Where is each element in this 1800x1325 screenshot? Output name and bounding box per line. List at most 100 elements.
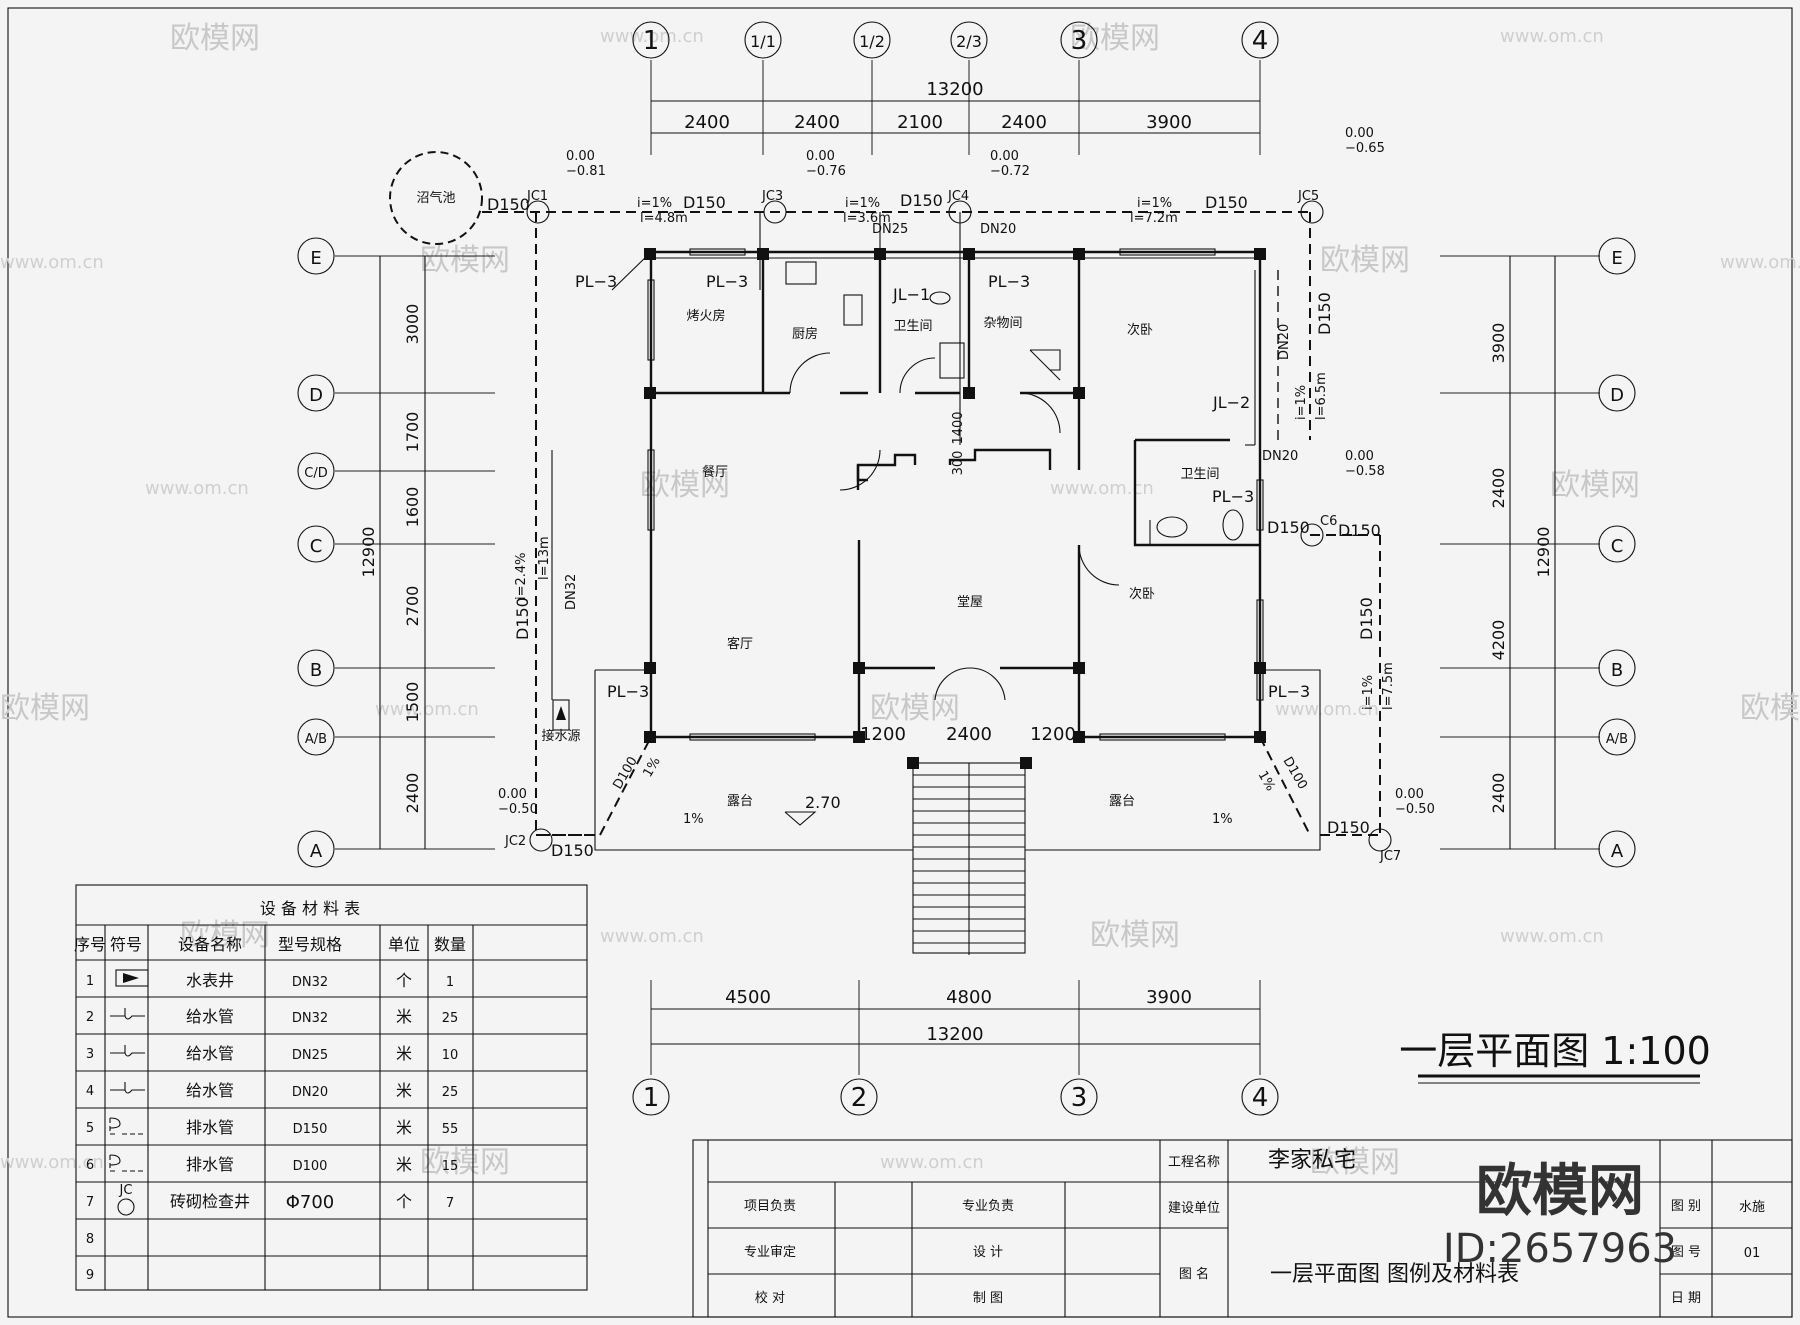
downpipe-label: PL−3 <box>607 682 649 701</box>
table-cell: 给水管 <box>186 1007 234 1026</box>
model-id: ID:2657963 <box>1443 1226 1677 1272</box>
grid-label: 4 <box>1252 1083 1269 1113</box>
table-cell: 25 <box>442 1011 459 1026</box>
elevation-value: 0.00 <box>566 149 595 164</box>
grid-bubble <box>744 21 782 59</box>
dimension-total-depth: 12900 <box>359 527 378 578</box>
well-jc1 <box>526 200 550 224</box>
doors-windows <box>647 248 1264 741</box>
slope-label: i=1% <box>637 196 672 211</box>
elevation-value: −0.58 <box>1345 464 1385 479</box>
plan-title-block: 一层平面图 1:100 <box>1399 1029 1711 1084</box>
brand-watermark: 欧模网 <box>1476 1159 1644 1224</box>
room-bedroom: 次卧 <box>1129 586 1155 602</box>
grid-label: 2/3 <box>956 32 982 51</box>
supply-pipe-symbol-icon <box>110 1082 145 1094</box>
dimension: 2400 <box>1001 112 1047 133</box>
stove-icon <box>843 294 863 326</box>
table-cell: 8 <box>86 1232 94 1247</box>
table-title: 设 备 材 料 表 <box>260 899 360 918</box>
grid-label: C <box>1611 536 1624 557</box>
table-cell: 排水管 <box>186 1155 234 1174</box>
pipe-size-label: DN20 <box>980 222 1016 237</box>
room-living: 客厅 <box>727 636 753 652</box>
watermark-site: www.om.cn <box>880 1152 984 1173</box>
watermark-text: 欧模网 <box>640 468 730 503</box>
table-cell: 米 <box>396 1118 412 1137</box>
watermark-text: 欧模网 <box>0 691 90 726</box>
dimension: 1700 <box>403 412 422 453</box>
inspection-well-symbol-icon: JC <box>117 1183 135 1216</box>
pipe-size-label: DN32 <box>564 574 579 610</box>
well-jc4 <box>948 200 972 224</box>
elevation-value: −0.72 <box>990 164 1030 179</box>
title-block: 工程名称 李家私宅 建设单位 图 名 一层平面图 图例及材料表 项目负责 专业审… <box>692 1139 1793 1318</box>
well-jc2 <box>529 828 553 852</box>
dimension-total-depth: 12900 <box>1534 527 1553 578</box>
table-cell: 米 <box>396 1044 412 1063</box>
slope-length: l=7.2m <box>1130 211 1178 226</box>
sink-icon <box>785 261 817 285</box>
table-cell: 7 <box>86 1195 94 1210</box>
top-grid-axes: 1 1/1 1/2 2/3 3 4 13200 2400 2400 2100 2… <box>632 21 1279 155</box>
number-value: 01 <box>1744 1246 1761 1261</box>
room-labels: 烤火房 厨房 卫生间 杂物间 次卧 餐厅 客厅 堂屋 卫生间 次卧 露台 露台 … <box>541 308 1220 826</box>
table-cell: 水表井 <box>186 971 234 990</box>
table-header: 设备名称 <box>178 935 242 954</box>
pipe-size-label: D150 <box>1205 193 1248 212</box>
pipe-size-label: D150 <box>513 597 532 640</box>
watermark-site: www.om.cn <box>0 252 104 273</box>
watermark-text: 欧模网 <box>1740 691 1800 726</box>
toilet-icon <box>929 291 951 305</box>
watermark-site: www.om.cn <box>1275 699 1379 720</box>
watermark-text: 欧模网 <box>170 21 260 56</box>
pipe-size-label: D150 <box>1267 518 1310 537</box>
watermark-layer: 欧模网 欧模网 欧模网 欧模网 欧模网 欧模网 欧模网 欧模网 欧模网 欧模网 … <box>0 21 1800 1180</box>
dimension: 2400 <box>403 773 422 814</box>
discipline-lead-label: 专业负责 <box>962 1199 1014 1214</box>
dimension: 4500 <box>725 987 771 1008</box>
watermark-site: www.om.cn <box>1500 26 1604 47</box>
well-jc6 <box>1300 523 1324 547</box>
dimension: 3900 <box>1489 323 1508 364</box>
drain-pipe-symbol-icon <box>109 1117 145 1135</box>
dimension-total-width: 13200 <box>926 1024 983 1045</box>
structural-columns <box>644 248 1266 769</box>
riser-label: JL−1 <box>892 285 930 304</box>
watermark-text: 欧模网 <box>1310 1145 1400 1180</box>
drawing-name-label: 图 名 <box>1179 1266 1209 1282</box>
table-header: 数量 <box>434 935 466 954</box>
watermark-text: 欧模网 <box>1550 468 1640 503</box>
grid-label: 2 <box>851 1083 868 1113</box>
downpipe-label: PL−3 <box>1268 682 1310 701</box>
washbasin-icon <box>939 342 965 379</box>
riser-label: JL−2 <box>1212 393 1250 412</box>
table-cell: 4 <box>86 1084 94 1099</box>
septic-tank: 沼气池 <box>389 151 483 245</box>
supply-pipe-symbol-icon <box>110 1008 145 1020</box>
grid-bubble <box>1060 21 1098 59</box>
elevation-value: 0.00 <box>990 149 1019 164</box>
elevation-value: 0.00 <box>1345 126 1374 141</box>
builder-label: 建设单位 <box>1168 1201 1220 1216</box>
slope-length: l=6.5m <box>1314 372 1329 420</box>
downpipe-label: PL−3 <box>706 272 748 291</box>
septic-tank-label: 沼气池 <box>416 190 455 206</box>
watermark-site: www.om.cn <box>0 1152 104 1173</box>
room-bathroom: 卫生间 <box>893 319 932 334</box>
dimension: 4200 <box>1489 620 1508 661</box>
table-cell: 6 <box>86 1158 94 1173</box>
grid-label: A/B <box>1606 732 1628 747</box>
dimension: 2700 <box>403 586 422 627</box>
bottom-grid-axes: 4500 4800 3900 13200 1 2 3 4 <box>632 980 1279 1116</box>
slope-label: i=1% <box>1137 196 1172 211</box>
table-cell: 给水管 <box>186 1044 234 1063</box>
pipe-size-label: D100 <box>1280 755 1310 793</box>
grid-label: A/B <box>305 732 327 747</box>
project-label: 工程名称 <box>1168 1154 1220 1170</box>
well-jc3 <box>763 200 787 224</box>
drawing-name: 一层平面图 图例及材料表 <box>1270 1262 1519 1287</box>
elevation-value: 0.00 <box>498 787 527 802</box>
dimension: 3900 <box>1146 112 1192 133</box>
slope-length: l=13m <box>537 536 552 580</box>
